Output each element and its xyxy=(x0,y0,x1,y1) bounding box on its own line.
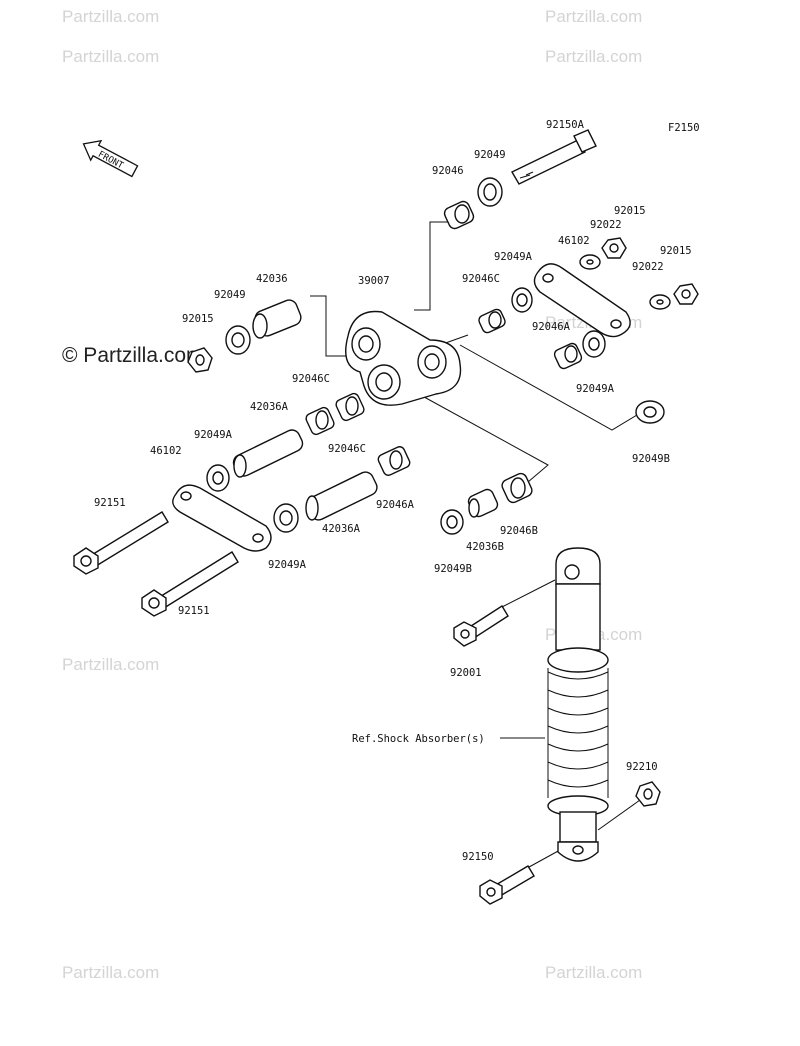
ref-note: Ref.Shock Absorber(s) xyxy=(352,733,485,745)
part-label: 46102 xyxy=(150,445,182,457)
oil-seal-92049A-right-b xyxy=(582,330,606,358)
part-label: 92046B xyxy=(500,525,538,537)
part-label: 92046 xyxy=(432,165,464,177)
watermark: Partzilla.com xyxy=(62,7,159,26)
nut-92015-left xyxy=(187,347,213,373)
bolt-92150 xyxy=(479,865,535,905)
part-label: 92046A xyxy=(376,499,415,511)
bolt-92151-a xyxy=(73,511,169,575)
bolt-92151-b xyxy=(141,551,239,617)
needle-bearing-92046B xyxy=(501,472,533,504)
part-label: 92015 xyxy=(660,245,692,257)
part-label: 92049A xyxy=(494,251,533,263)
leader-lines xyxy=(310,221,643,873)
collar-42036B xyxy=(467,488,499,518)
oil-seal-92049-left xyxy=(225,325,251,355)
shock-absorber xyxy=(547,547,609,862)
part-label: 92049 xyxy=(474,149,506,161)
watermark: Partzilla.com xyxy=(545,7,642,26)
part-labels: 92150A 92049 92046 92015 92022 46102 920… xyxy=(94,119,692,863)
part-label: 42036B xyxy=(466,541,504,553)
part-label: 92049B xyxy=(434,563,472,575)
part-label: 92046C xyxy=(328,443,366,455)
part-label: 42036A xyxy=(250,401,289,413)
oil-seal-92049A-right xyxy=(511,287,533,313)
washer-92022-b xyxy=(649,294,671,310)
washer-92022-a xyxy=(579,254,601,270)
needle-bearing-92046C-mid xyxy=(335,392,365,422)
collar-42036A-mid xyxy=(305,471,378,521)
link-plate-46102-right xyxy=(533,263,631,338)
part-label: 92151 xyxy=(94,497,126,509)
bolt-92001 xyxy=(453,605,509,647)
part-label: 42036A xyxy=(322,523,361,535)
part-label: 92046C xyxy=(462,273,500,285)
link-plate-46102-left xyxy=(172,484,272,552)
part-label: 92015 xyxy=(182,313,214,325)
part-label: 92151 xyxy=(178,605,210,617)
nut-92015-right-b xyxy=(673,283,699,305)
part-label: 92150 xyxy=(462,851,494,863)
part-label: 42036 xyxy=(256,273,288,285)
part-label: 92210 xyxy=(626,761,658,773)
oil-seal-92049A-left xyxy=(206,464,230,492)
part-label: 92049A xyxy=(194,429,233,441)
nut-92015-right-a xyxy=(601,237,627,259)
needle-bearing-92046A-mid xyxy=(377,446,411,476)
part-label: 92046C xyxy=(292,373,330,385)
part-label: 92015 xyxy=(614,205,646,217)
part-label: 92046A xyxy=(532,321,571,333)
watermark-large: © Partzilla.com xyxy=(62,344,204,367)
front-arrow-icon: FRONT xyxy=(82,139,139,178)
part-label: 92150A xyxy=(546,119,585,131)
part-label: 92049A xyxy=(268,559,307,571)
collar-42036A-left xyxy=(232,429,304,478)
nut-92210 xyxy=(635,781,661,807)
part-label: 92001 xyxy=(450,667,482,679)
oil-seal-92049B-right xyxy=(635,400,665,424)
collar-42036 xyxy=(252,299,302,339)
part-label: 92022 xyxy=(632,261,664,273)
part-label: 39007 xyxy=(358,275,390,287)
part-label: 46102 xyxy=(558,235,590,247)
oil-seal-92049B-bottom xyxy=(440,509,464,535)
needle-bearing-92046C-right xyxy=(478,308,506,334)
rocker-arm-39007 xyxy=(345,310,462,406)
figure-code: F2150 xyxy=(668,122,700,134)
oil-seal-92049A-bottom xyxy=(273,503,299,533)
part-label: 92049B xyxy=(632,453,670,465)
watermark: Partzilla.com xyxy=(62,963,159,982)
part-label: 92049 xyxy=(214,289,246,301)
watermark: Partzilla.com xyxy=(545,47,642,66)
part-label: 92022 xyxy=(590,219,622,231)
watermark: Partzilla.com xyxy=(545,963,642,982)
part-label: 92049A xyxy=(576,383,615,395)
needle-bearing-92046-top xyxy=(443,200,475,230)
watermark: Partzilla.com xyxy=(62,47,159,66)
needle-bearing-92046C-left xyxy=(305,406,335,436)
needle-bearing-92046A-right xyxy=(553,342,583,370)
watermark: Partzilla.com xyxy=(62,655,159,674)
oil-seal-92049-top xyxy=(477,177,503,207)
bolt-92150A xyxy=(511,129,597,185)
